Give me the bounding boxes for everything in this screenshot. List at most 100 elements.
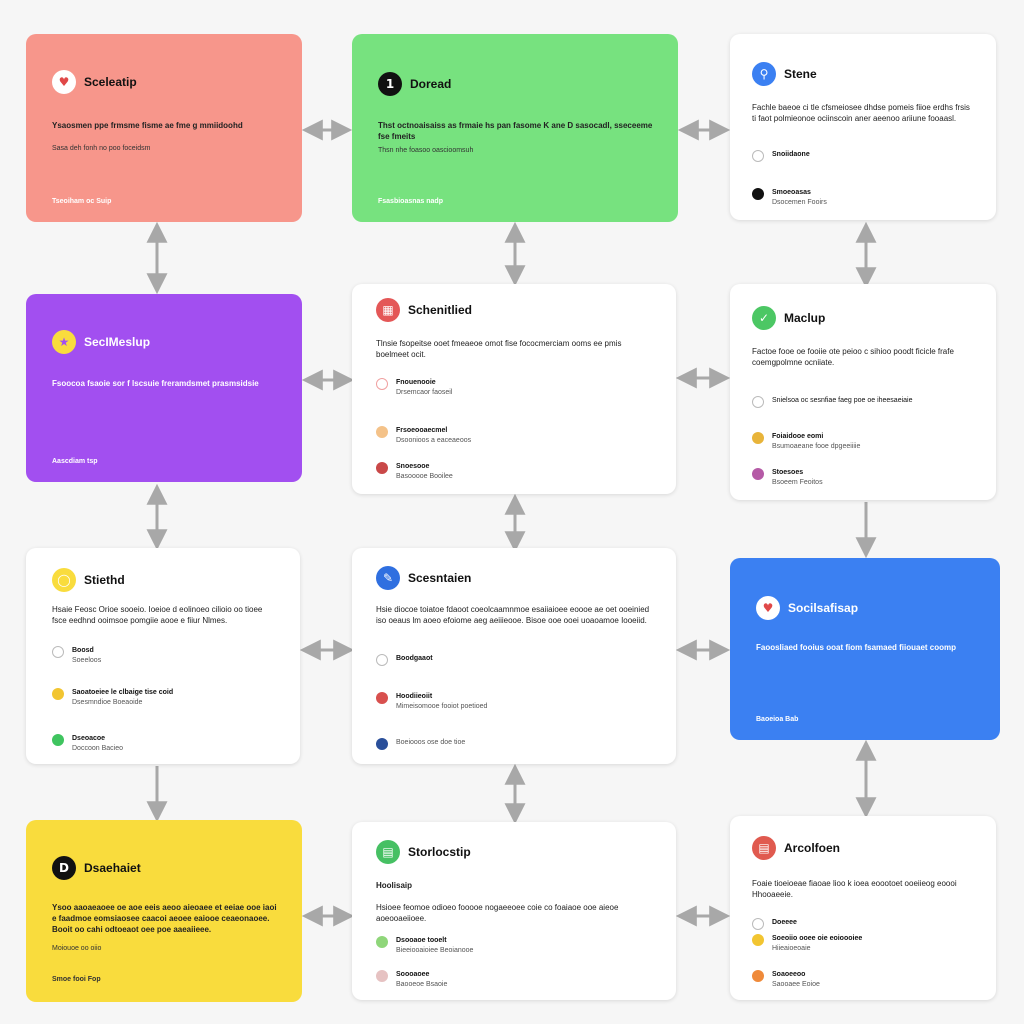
info-icon: D [52, 856, 76, 880]
card-body: Ysoo aaoaeaoee oe aoe eeis aeoo aieoaee … [52, 903, 277, 934]
card-title: SecIMeslup [84, 335, 151, 349]
card-footer: Tseoiham oc Suip [52, 198, 112, 205]
card-subtext: Moiouoe oo oiio [52, 945, 102, 952]
card-footer: Aascdiam tsp [52, 458, 98, 465]
item-subtitle: Soeeloos [72, 657, 102, 664]
item-title: Foiaidooe eomi [772, 433, 824, 440]
card-title: Socilsafisap [788, 601, 859, 615]
item-title: Snielsoa oc sesnfiae faeg poe oe iheesae… [772, 397, 913, 404]
list-item[interactable]: Hoodiieoiit Mimeisomooe fooiot poetioed [376, 692, 656, 712]
card-footer: Smoe fooi Fop [52, 976, 101, 983]
card-10[interactable]: D Dsaehaiet Ysoo aaoaeaoee oe aoe eeis a… [26, 820, 302, 1002]
list-item[interactable]: Foiaidooe eomi Bsumoaeane fooe dpgeeiiii… [752, 432, 976, 452]
chat-icon: ♥ [756, 596, 780, 620]
list-item[interactable]: Frsoeooaecmel Dsoonioos a eaceaeoos [376, 426, 656, 446]
item-subtitle: Hiieaioeoaie [772, 945, 811, 952]
list-item[interactable]: Soooaoee Baooeoe Bsaoie [376, 970, 656, 990]
item-title: Boodgaaot [396, 655, 433, 662]
item-title: Snoesooe [396, 463, 430, 470]
card-title: Sceleatip [84, 75, 137, 89]
card-title: Arcolfoen [784, 841, 841, 855]
radio-icon [376, 378, 388, 390]
item-title: Boeiooos ose doe tioe [396, 739, 466, 746]
card-title: Schenitlied [408, 303, 473, 317]
card-title: Dsaehaiet [84, 861, 141, 875]
card-2[interactable]: 1 Doread Thst octnoaisaiss as frmaie hs … [352, 34, 678, 222]
card-body: Tlnsie fsopeitse ooet fmeaeoe omot fise … [376, 339, 622, 359]
list-item[interactable]: Boodgaaot [376, 654, 656, 666]
list-item[interactable]: Snoiidaone [752, 150, 976, 162]
pen-icon [376, 738, 388, 750]
item-title: Smoeoasas [772, 189, 811, 196]
card-body: Fsoocoa fsaoie sor f lscsuie freramdsmet… [52, 379, 259, 388]
card-subtitle: Hoolisaip [376, 881, 413, 890]
card-5[interactable]: ▦ Schenitlied Tlnsie fsopeitse ooet fmea… [352, 284, 676, 494]
card-title: Scesntaien [408, 571, 472, 585]
location-icon: ⚲ [752, 62, 776, 86]
list-item[interactable]: Fnouenooie Drsemcaor faoseil [376, 378, 656, 398]
list-item[interactable]: Dseoacoe Doccoon Bacieo [52, 734, 280, 754]
flag-icon [376, 692, 388, 704]
card-body: Foaie tioeioeae fiaoae lioo k ioea eooot… [752, 879, 957, 899]
item-title: Snoiidaone [772, 151, 810, 158]
card-title: Stene [784, 67, 817, 81]
card-body: Fachle baeoe ci tle cfsmeiosee dhdse pom… [752, 103, 970, 123]
radio-icon [376, 654, 388, 666]
list-item[interactable]: Boosd Soeeloos [52, 646, 280, 666]
card-body: Hsaie Feosc Orioe sooeio. Ioeioe d eolin… [52, 605, 263, 625]
item-title: Doeeee [772, 919, 797, 926]
item-subtitle: Dsoonioos a eaceaeoos [396, 437, 472, 444]
card-9[interactable]: ♥ Socilsafisap Faoosliaed fooius ooat fi… [730, 558, 1000, 740]
list-item[interactable]: Smoeoasas Dsocemen Fooirs [752, 188, 976, 208]
card-subtext: Thsn nhe foasoo oascioomsuh [378, 147, 474, 154]
card-6[interactable]: ✓ Maclup Factoe fooe oe fooiie ote peioo… [730, 284, 996, 500]
list-item[interactable]: Snoesooe Basooooe Booilee [376, 462, 656, 482]
lightbulb-icon: ◯ [52, 568, 76, 592]
radio-icon [52, 646, 64, 658]
radio-icon [752, 396, 764, 408]
card-title: Doread [410, 77, 452, 91]
list-item[interactable]: Stoesoes Bsoeem Feoitos [752, 468, 976, 488]
list-item[interactable]: Soeoiio ooee oie eoioooiee Hiieaioeoaie [752, 934, 976, 954]
item-subtitle: Mimeisomooe fooiot poetioed [396, 703, 488, 710]
list-item[interactable]: Doeeee [752, 918, 976, 930]
card-12[interactable]: ▤ Arcolfoen Foaie tioeioeae fiaoae lioo … [730, 816, 996, 1000]
folder-icon [376, 426, 388, 438]
bulb-icon [52, 688, 64, 700]
card-footer: Baoeioa Bab [756, 716, 799, 723]
list-item[interactable]: Boeiooos ose doe tioe [376, 738, 656, 750]
user-avatar-icon [376, 970, 388, 982]
card-title: Storlocstip [408, 845, 471, 859]
item-subtitle: Baooeoe Bsaoie [396, 981, 448, 988]
card-body: Ysaosmen ppe frmsme fisme ae fme g mmiid… [52, 121, 243, 130]
card-11[interactable]: ▤ Storlocstip Hoolisaip Hsioee feomoe od… [352, 822, 676, 1000]
list-item[interactable]: Soaoeeoo Saooaee Eoioe [752, 970, 976, 990]
item-title: Soeoiio ooee oie eoioooiee [772, 935, 863, 942]
card-3[interactable]: ⚲ Stene Fachle baeoe ci tle cfsmeiosee d… [730, 34, 996, 220]
trophy-icon [752, 432, 764, 444]
card-body: Faoosliaed fooius ooat fiom fsamaed fiio… [756, 643, 957, 652]
card-8[interactable]: ✎ Scesntaien Hsie diocoe toiatoe fdaoot … [352, 548, 676, 764]
user-avatar-icon [752, 468, 764, 480]
card-title: Maclup [784, 311, 826, 325]
card-1[interactable]: ♥ Sceleatip Ysaosmen ppe frmsme fisme ae… [26, 34, 302, 222]
item-subtitle: Saooaee Eoioe [772, 981, 820, 988]
list-item[interactable]: Snielsoa oc sesnfiae faeg poe oe iheesae… [752, 396, 976, 408]
card-title: Stiethd [84, 573, 125, 587]
item-subtitle: Bsumoaeane fooe dpgeeiiiie [772, 443, 861, 450]
user-avatar-icon [376, 462, 388, 474]
item-title: Fnouenooie [396, 379, 436, 386]
card-body: Hsioee feomoe odioeo fooooe nogaeeoee co… [376, 903, 619, 923]
chat-icon: ♥ [52, 70, 76, 94]
leaf-icon [376, 936, 388, 948]
list-item[interactable]: Saoatoeiee le clbaige tise coid Dsesmndi… [52, 688, 280, 708]
calendar-icon: ▦ [376, 298, 400, 322]
item-subtitle: Doccoon Bacieo [72, 745, 123, 752]
list-item[interactable]: Dsooaoe tooelt Bieeiooaioiee Beoianooe [376, 936, 656, 956]
item-subtitle: Dsocemen Fooirs [772, 199, 827, 206]
item-subtitle: Basooooe Booilee [396, 473, 453, 480]
item-subtitle: Bsoeem Feoitos [772, 479, 823, 486]
card-4[interactable]: ★ SecIMeslup Fsoocoa fsaoie sor f lscsui… [26, 294, 302, 482]
status-dot-icon [752, 188, 764, 200]
card-7[interactable]: ◯ Stiethd Hsaie Feosc Orioe sooeio. Ioei… [26, 548, 300, 764]
